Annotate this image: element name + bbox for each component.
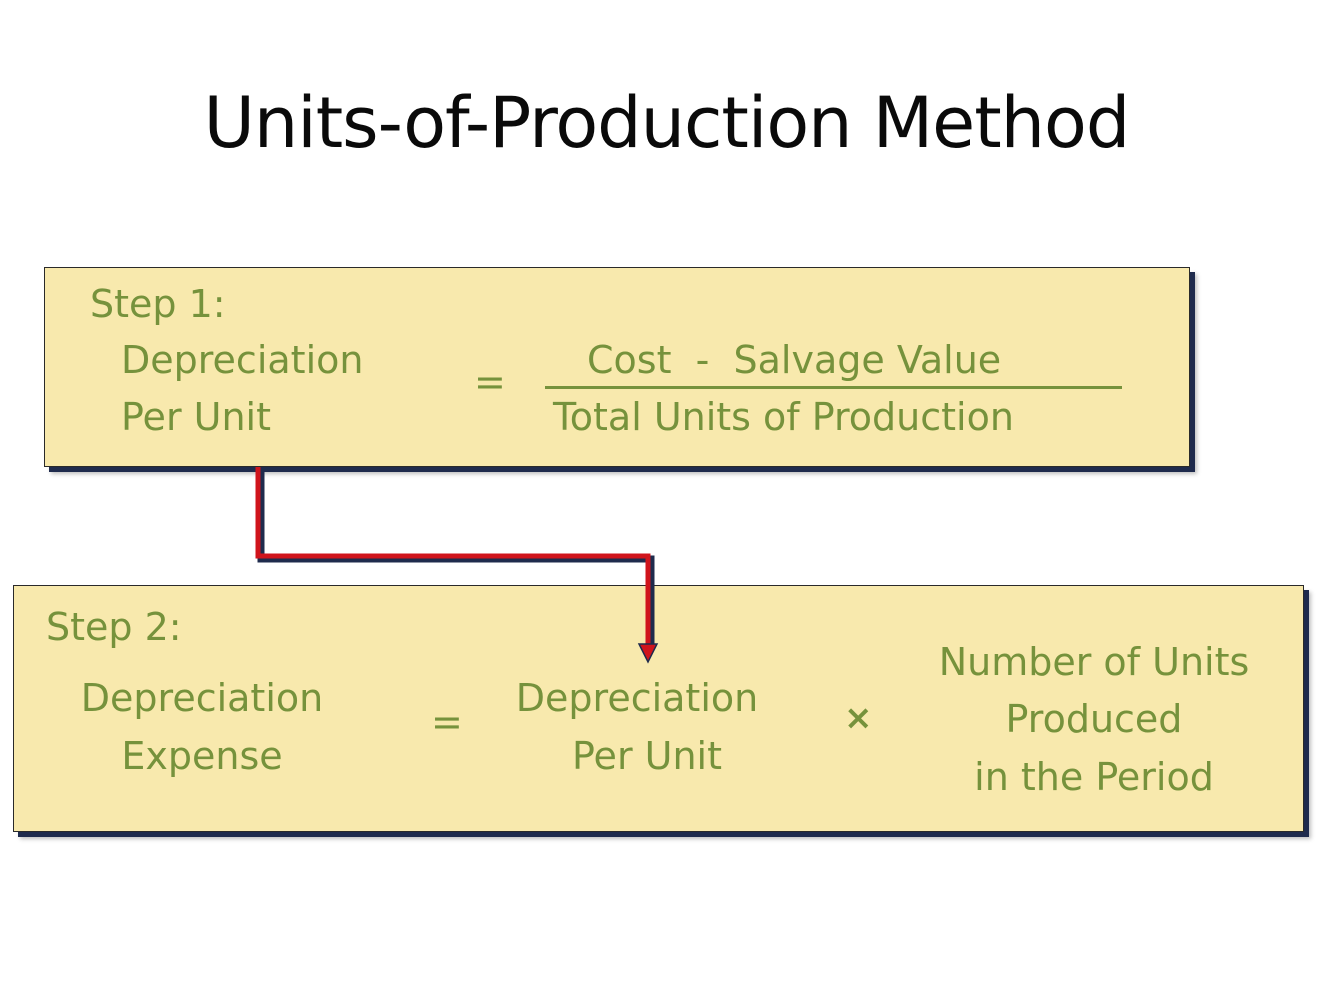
step2-rhs-line2: Produced xyxy=(1005,697,1183,741)
step2-rhs-line3: in the Period xyxy=(974,755,1214,799)
step1-box xyxy=(44,267,1190,467)
step2-box xyxy=(13,585,1304,832)
step2-mid-line1: Depreciation xyxy=(515,676,759,720)
step2-lhs-line1: Depreciation xyxy=(80,676,324,720)
step1-lhs-line2: Per Unit xyxy=(121,395,271,439)
step1-lhs-line1: Depreciation xyxy=(121,338,364,382)
step1-denominator: Total Units of Production xyxy=(553,395,1014,439)
step2-label: Step 2: xyxy=(46,605,182,649)
step2-rhs-line1: Number of Units xyxy=(938,640,1250,684)
step1-equals-sign: = xyxy=(474,360,506,404)
slide-title: Units-of-Production Method xyxy=(203,82,1131,164)
fraction-bar xyxy=(545,386,1122,389)
step2-equals-sign: = xyxy=(431,700,463,744)
step1-numerator: Cost - Salvage Value xyxy=(587,338,1002,382)
step2-mid-line2: Per Unit xyxy=(572,734,722,778)
step2-lhs-line2: Expense xyxy=(121,734,283,778)
multiply-sign: × xyxy=(844,698,873,738)
step1-label: Step 1: xyxy=(90,282,226,326)
